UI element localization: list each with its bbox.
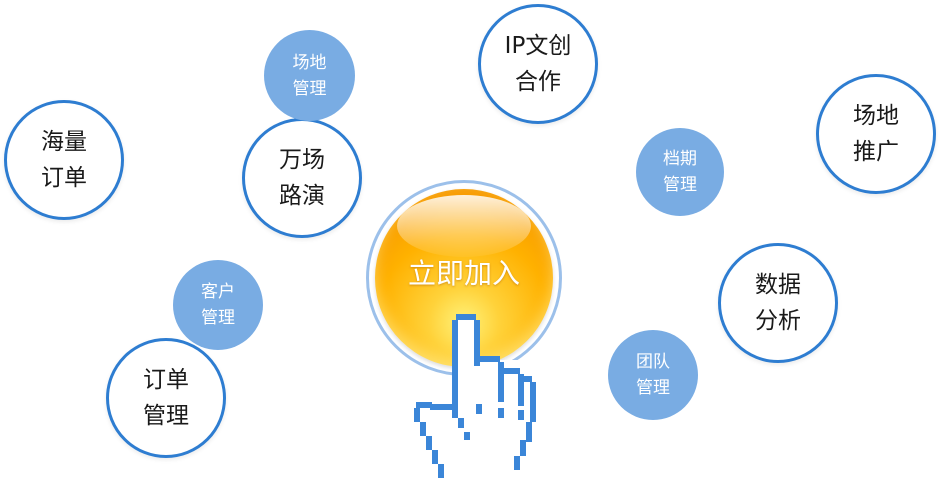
bubble-label-line-1: 场地 [853,103,899,129]
bubble-label-line-2: 管理 [143,403,189,429]
bubble-team-management[interactable]: 团队 管理 [608,330,698,420]
bubble-label-line-1: 数据 [755,272,801,298]
bubble-ip-cooperation[interactable]: IP文创 合作 [478,4,598,124]
bubble-label-line-2: 分析 [755,308,801,334]
pixel-hand-pointer-icon [414,314,536,478]
bubble-label-line-1: 客户 [201,282,235,302]
bubble-label-line-1: 场地 [292,52,327,73]
bubble-schedule-management[interactable]: 档期 管理 [636,128,724,216]
bubble-label-line-2: 推广 [853,139,899,165]
bubble-label-line-1: 团队 [636,352,670,372]
bubble-label-line-2: 路演 [279,183,325,209]
bubble-label-line-2: 管理 [201,308,235,328]
bubble-venue-promotion[interactable]: 场地 推广 [816,74,936,194]
bubble-label-line-2: 管理 [663,175,697,195]
bubble-label-line-1: 档期 [663,149,697,169]
bubble-label-line-1: 万场 [279,147,325,173]
bubble-label-line-1: IP文创 [504,33,572,59]
bubble-label-line-2: 订单 [41,165,87,191]
bubble-label-line-2: 管理 [292,78,327,99]
bubble-data-analysis[interactable]: 数据 分析 [718,243,838,363]
button-highlight [397,195,531,257]
bubble-label-line-2: 合作 [515,69,561,95]
bubble-massive-orders[interactable]: 海量 订单 [4,100,124,220]
bubble-label-line-1: 海量 [41,129,87,155]
bubble-label-line-2: 管理 [636,378,670,398]
join-now-label: 立即加入 [407,257,520,290]
bubble-order-management[interactable]: 订单 管理 [106,338,226,458]
bubble-customer-management[interactable]: 客户 管理 [173,260,263,350]
bubble-roadshows[interactable]: 万场 路演 [242,118,362,238]
bubble-label-line-1: 订单 [143,367,189,393]
bubble-venue-management[interactable]: 场地 管理 [264,30,355,121]
